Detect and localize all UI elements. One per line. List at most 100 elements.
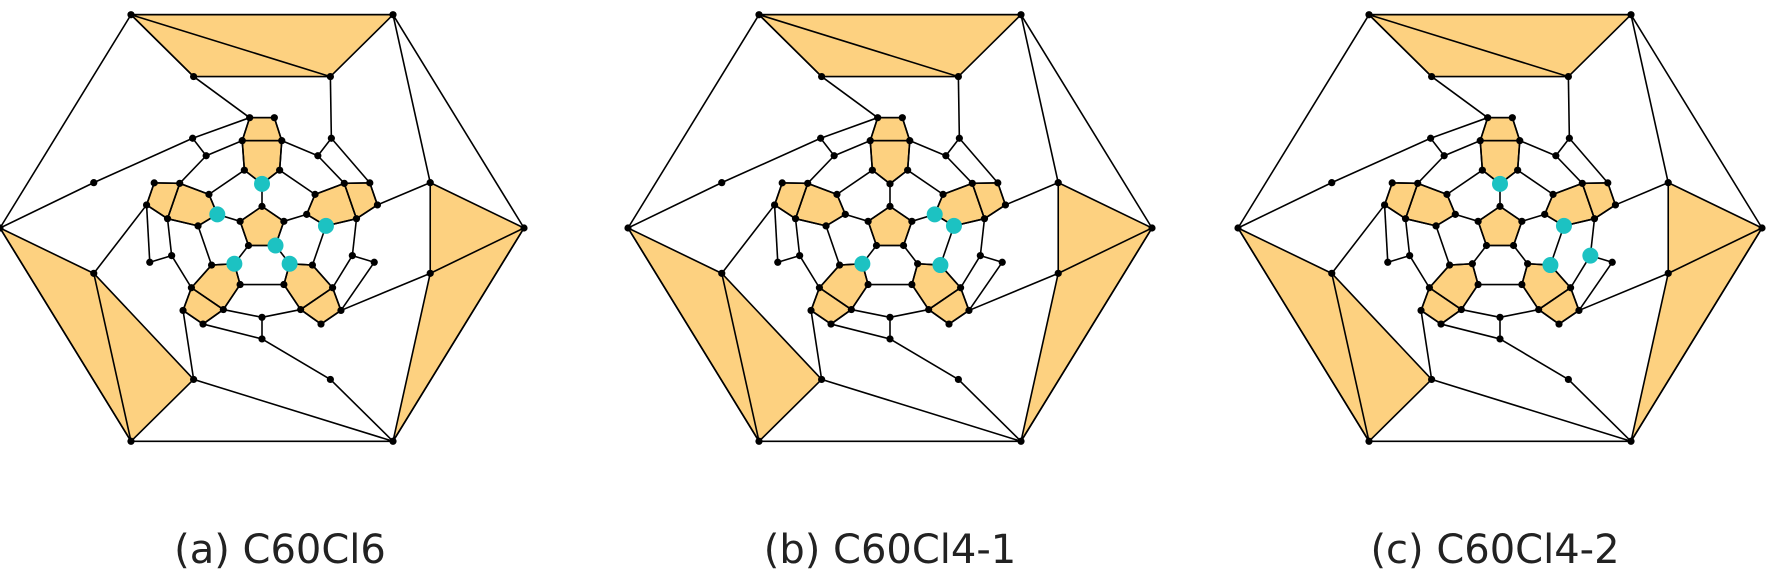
carbon-atom (1555, 320, 1563, 328)
carbon-atom (818, 72, 826, 81)
bond-edge (1460, 284, 1479, 311)
carbon-atom (1380, 201, 1389, 209)
bond-edge (1477, 221, 1488, 246)
bond-edge (300, 287, 334, 311)
carbon-atom (904, 166, 912, 174)
bond-edge (1431, 378, 1632, 443)
pentagon-face (1020, 181, 1153, 443)
bond-edge (1477, 205, 1501, 222)
carbon-atom (179, 306, 187, 315)
carbon-atom (1664, 179, 1672, 187)
carbon-atom (1440, 152, 1448, 160)
bond-edge (1430, 116, 1488, 140)
bond-edge (1455, 213, 1479, 223)
pentagon-face (1368, 13, 1632, 78)
carbon-atom (426, 179, 434, 187)
carbon-atom (968, 179, 976, 187)
bond-edge (889, 338, 959, 381)
carbon-atom (1451, 210, 1459, 218)
carbon-atom (1234, 224, 1242, 232)
chlorine-atom (254, 175, 270, 192)
carbon-atom (998, 258, 1006, 266)
bond-edge (146, 204, 168, 220)
carbon-atom (276, 166, 284, 174)
carbon-atom (127, 11, 135, 19)
carbon-atom (1566, 284, 1575, 292)
pentagon-face (627, 227, 823, 443)
bond-edge (130, 13, 331, 78)
carbon-atom (426, 269, 434, 277)
bond-edge (850, 284, 869, 311)
bond-edge (1615, 181, 1669, 206)
carbon-atom (835, 261, 844, 269)
bond-edge (1519, 139, 1557, 157)
bond-edge (911, 284, 930, 311)
bond-edge (959, 255, 982, 289)
bond-edge (300, 308, 322, 325)
carbon-atom (258, 202, 266, 210)
carbon-atom (1758, 224, 1766, 232)
bond-edge (851, 308, 891, 319)
bond-edge (1408, 255, 1431, 289)
caption-a: (a) C60Cl6 (174, 527, 386, 573)
bond-edge (93, 137, 193, 184)
carbon-atom (886, 180, 894, 188)
carbon-atom (258, 335, 266, 343)
bond-edge (810, 309, 832, 325)
carbon-atom (956, 284, 965, 292)
bond-edge (261, 205, 285, 222)
carbon-atom (199, 320, 207, 328)
bond-edge (818, 264, 841, 289)
bond-edge (1383, 182, 1393, 206)
bond-edge (774, 204, 796, 220)
bond-edge (145, 182, 155, 206)
bond-edge (1330, 273, 1370, 442)
bond-edge (889, 169, 909, 185)
carbon-atom (1608, 258, 1616, 266)
bond-edge (190, 287, 224, 311)
carbon-atom (366, 179, 374, 187)
bond-edge (208, 169, 245, 196)
caption-c: (c) C60Cl4-2 (1370, 527, 1619, 573)
carbon-atom (1365, 437, 1373, 445)
carbon-atom (389, 437, 397, 445)
bond-edge (1449, 262, 1473, 266)
carbon-atom (886, 335, 894, 343)
carbon-atom (244, 241, 253, 250)
carbon-atom (827, 320, 835, 328)
carbon-atom (340, 179, 348, 187)
chlorine-atom (1492, 175, 1508, 192)
bond-edge (1005, 181, 1059, 206)
carbon-atom (791, 215, 800, 223)
bond-edge (283, 284, 302, 311)
bond-edge (830, 308, 852, 325)
bond-edge (1512, 245, 1529, 265)
bond-edge (0, 181, 95, 229)
bond-edge (1440, 323, 1501, 340)
bond-edge (1511, 117, 1521, 141)
carbon-atom (1552, 152, 1560, 160)
bond-edge (1521, 213, 1545, 223)
carbon-atom (1457, 305, 1465, 314)
carbon-atom (980, 215, 989, 223)
carbon-atom (899, 241, 908, 250)
bond-edge (1567, 378, 1632, 442)
bond-edge (825, 225, 841, 266)
bond-edge (1420, 310, 1433, 380)
bond-edge (830, 323, 891, 340)
carbon-atom (1518, 280, 1526, 289)
panel-c: (c) C60Cl4-2 (1234, 11, 1766, 573)
bond-edge (241, 117, 251, 141)
bond-edge (1428, 264, 1451, 289)
carbon-atom (146, 258, 154, 266)
bond-edge (1517, 169, 1554, 196)
bond-edge (1417, 182, 1448, 196)
bond-edge (627, 181, 723, 229)
carbon-atom (1578, 179, 1586, 187)
carbon-atom (1541, 210, 1549, 218)
bond-edge (343, 183, 358, 219)
bond-edge (429, 227, 525, 275)
carbon-atom (311, 190, 319, 198)
carbon-atom (236, 280, 244, 289)
carbon-atom (624, 224, 632, 232)
